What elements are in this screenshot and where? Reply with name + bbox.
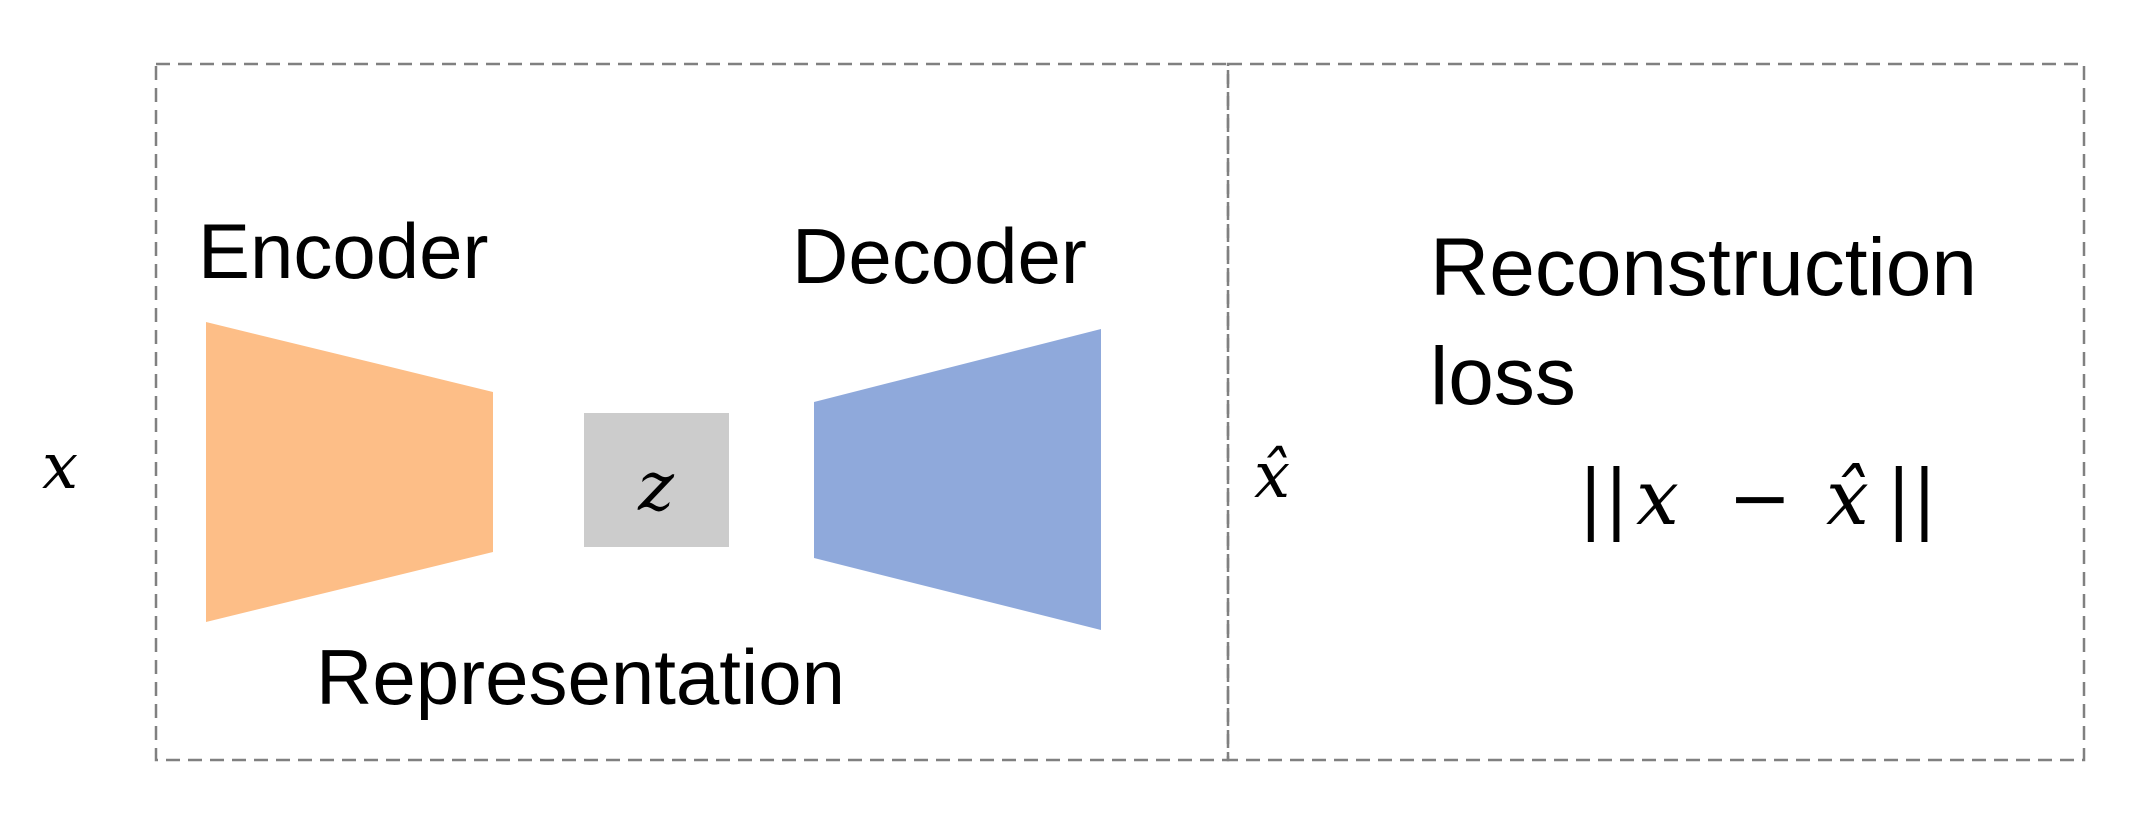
output-xhat-symbol: x̂ — [1254, 439, 1290, 513]
latent-z-box — [584, 413, 729, 547]
formula-x: x — [1636, 453, 1679, 542]
decoder-label: Decoder — [792, 212, 1087, 300]
formula-open-bars: || — [1578, 453, 1629, 542]
loss-title-line2: loss — [1430, 331, 1576, 422]
formula-xhat: x̂ — [1826, 453, 1869, 542]
loss-box — [1226, 62, 2086, 762]
loss-title-line1: Reconstruction — [1430, 222, 1977, 313]
encoder-label: Encoder — [198, 207, 489, 295]
latent-z-symbol: z — [637, 448, 675, 527]
formula-minus: − — [1728, 453, 1792, 542]
loss-formula: || x − x̂ || — [1578, 453, 1937, 542]
input-x-symbol: x — [42, 430, 78, 504]
formula-close-bars: || — [1886, 453, 1937, 542]
decoder-shape — [814, 329, 1101, 630]
representation-label: Representation — [316, 633, 845, 721]
encoder-shape — [206, 322, 493, 622]
